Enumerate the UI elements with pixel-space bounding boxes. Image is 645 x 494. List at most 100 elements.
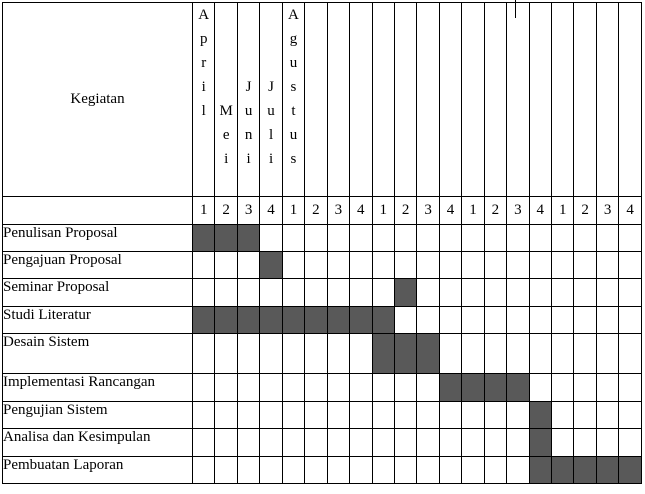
week-number: 2 [483,196,508,225]
schedule-cell-empty [349,401,373,429]
schedule-cell-empty [236,401,261,429]
schedule-cell-empty [461,278,485,307]
schedule-cell-empty [416,428,440,457]
week-number: 2 [214,196,238,225]
schedule-cell-empty [416,306,440,334]
schedule-cell-empty [618,278,642,307]
week-number: 2 [393,196,418,225]
activity-label: Analisa dan Kesimpulan [2,428,193,457]
schedule-cell-empty [326,401,351,429]
schedule-cell-empty [259,428,283,457]
month-blank [438,2,463,197]
week-number: 4 [349,196,373,225]
schedule-cell-empty [528,278,553,307]
schedule-cell-empty [349,456,373,484]
schedule-cell-empty [393,306,418,334]
schedule-cell-empty [595,306,620,334]
schedule-cell-empty [573,333,597,374]
schedule-cell-empty [618,251,642,279]
schedule-cell-empty [573,373,597,402]
schedule-table: Kegiatan A p r i l M e i J u n i J u l i… [2,2,642,484]
schedule-cell-filled [304,306,328,334]
schedule-cell-empty [483,306,508,334]
schedule-cell-empty [214,373,238,402]
activity-label: Seminar Proposal [2,278,193,307]
schedule-cell-empty [438,306,463,334]
week-number: 2 [573,196,597,225]
schedule-cell-empty [528,224,553,252]
schedule-cell-filled [393,278,418,307]
schedule-cell-empty [304,333,328,374]
schedule-cell-empty [371,278,395,307]
schedule-cell-filled [550,456,575,484]
table-row: Analisa dan Kesimpulan [2,428,642,457]
schedule-cell-filled [236,224,261,252]
month-agustus: A g u s t u s [281,2,306,197]
schedule-cell-empty [595,333,620,374]
schedule-cell-filled [214,306,238,334]
schedule-cell-empty [595,428,620,457]
schedule-cell-empty [618,373,642,402]
schedule-cell-empty [281,251,306,279]
schedule-cell-empty [461,306,485,334]
schedule-cell-empty [506,401,530,429]
month-blank [416,2,440,197]
schedule-cell-empty [416,224,440,252]
week-number: 1 [461,196,485,225]
table-row: Implementasi Rancangan [2,373,642,402]
schedule-cell-empty [214,428,238,457]
schedule-cell-empty [393,428,418,457]
schedule-cell-empty [550,224,575,252]
schedule-cell-empty [416,251,440,279]
schedule-header: Kegiatan A p r i l M e i J u n i J u l i… [2,2,642,225]
schedule-cell-empty [326,456,351,484]
schedule-cell-empty [618,428,642,457]
week-number: 4 [259,196,283,225]
schedule-cell-empty [191,333,216,374]
schedule-cell-empty [550,401,575,429]
schedule-cell-empty [304,373,328,402]
schedule-cell-empty [618,306,642,334]
schedule-cell-empty [550,373,575,402]
month-blank [506,2,530,197]
schedule-cell-empty [281,373,306,402]
schedule-cell-filled [371,333,395,374]
activity-label: Pengujian Sistem [2,401,193,429]
schedule-cell-empty [236,251,261,279]
schedule-cell-empty [236,373,261,402]
schedule-cell-empty [506,251,530,279]
schedule-cell-empty [371,456,395,484]
week-number: 3 [326,196,351,225]
schedule-cell-empty [191,456,216,484]
schedule-cell-empty [191,428,216,457]
schedule-cell-empty [191,251,216,279]
schedule-cell-empty [304,428,328,457]
schedule-cell-empty [281,456,306,484]
schedule-cell-empty [371,224,395,252]
schedule-cell-empty [528,251,553,279]
activity-label: Penulisan Proposal [2,224,193,252]
schedule-cell-filled [461,373,485,402]
table-row: Penulisan Proposal [2,224,642,252]
schedule-cell-empty [214,456,238,484]
month-april: A p r i l [191,2,216,197]
schedule-cell-filled [595,456,620,484]
month-april-label: A p r i l [198,7,210,119]
month-agustus-label: A g u s t u s [288,7,299,167]
schedule-cell-filled [438,373,463,402]
schedule-cell-empty [236,278,261,307]
schedule-cell-filled [371,306,395,334]
schedule-cell-empty [438,251,463,279]
schedule-cell-empty [438,278,463,307]
schedule-cell-empty [528,333,553,374]
month-blank [595,2,620,197]
schedule-cell-empty [461,224,485,252]
schedule-cell-empty [573,251,597,279]
schedule-cell-empty [438,428,463,457]
schedule-cell-empty [281,278,306,307]
month-juni: J u n i [236,2,261,197]
schedule-cell-empty [214,401,238,429]
schedule-cell-empty [506,456,530,484]
month-blank [483,2,508,197]
activity-label: Desain Sistem [2,333,193,374]
